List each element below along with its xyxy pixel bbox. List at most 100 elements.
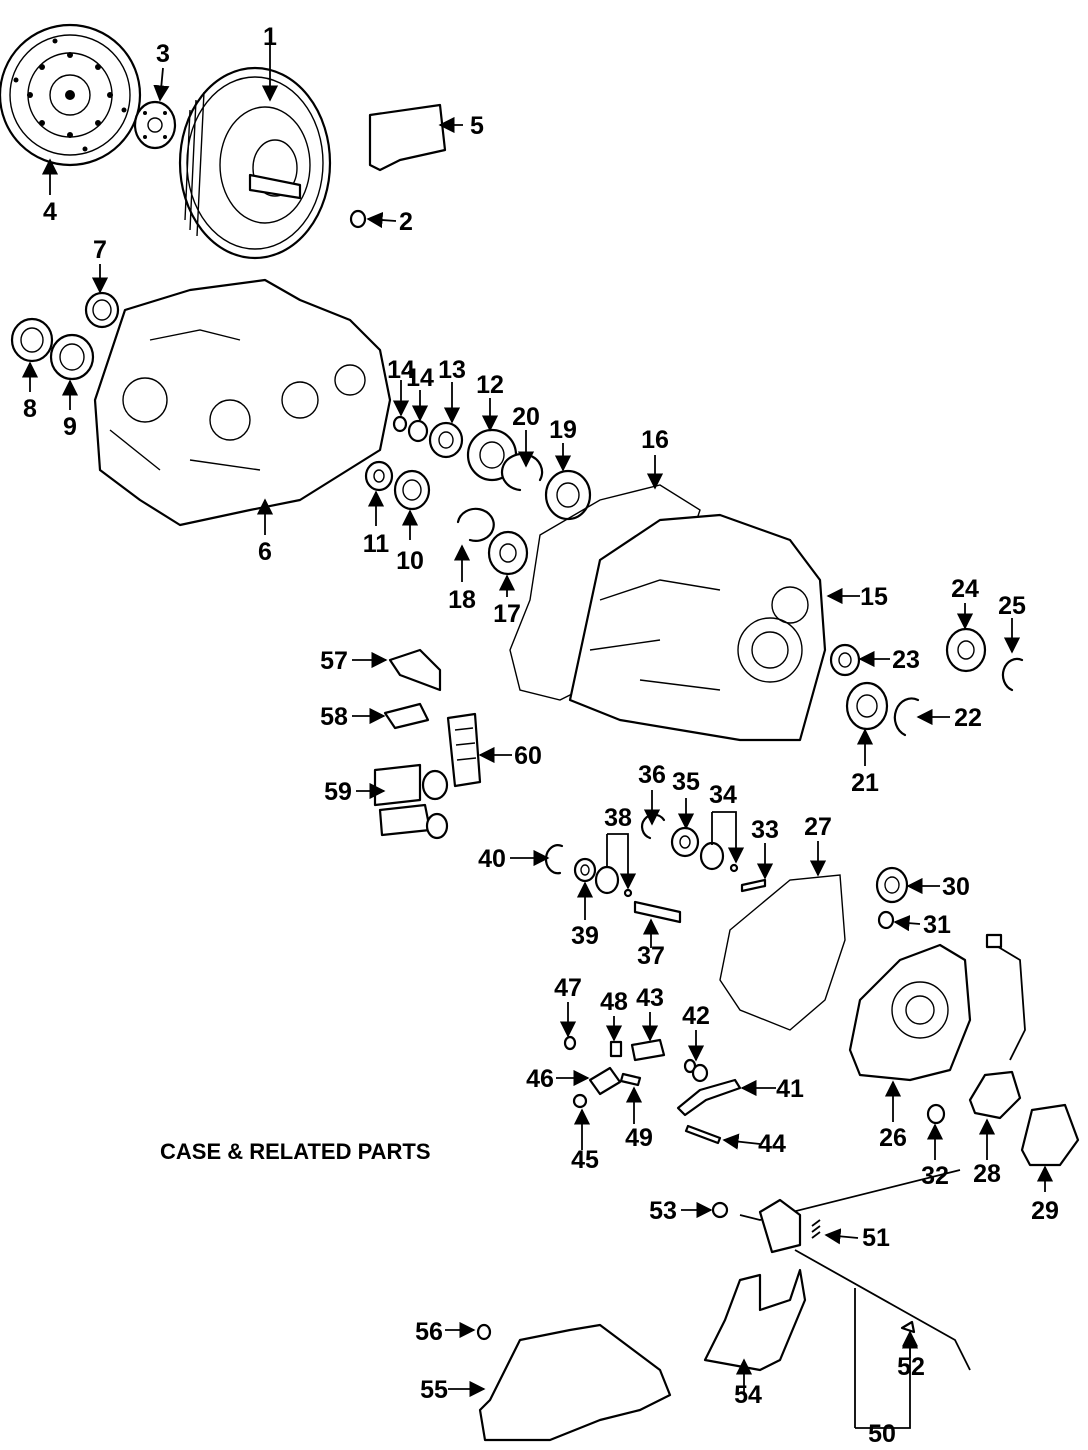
seal-32 <box>926 1103 946 1125</box>
snap-ring-25 <box>1001 657 1024 692</box>
callout-39: 39 <box>571 922 599 950</box>
callout-10: 10 <box>396 547 424 575</box>
seal-7 <box>84 291 120 329</box>
callout-23: 23 <box>892 646 920 674</box>
callout-1: 1 <box>263 23 277 51</box>
sensor-28 <box>968 1070 1022 1120</box>
callout-3: 3 <box>156 40 170 68</box>
callout-51: 51 <box>862 1224 890 1252</box>
solenoid-59 <box>373 763 449 840</box>
bracket-46 <box>588 1066 622 1096</box>
callout-49: 49 <box>625 1124 653 1152</box>
callout-5: 5 <box>470 112 484 140</box>
bearing-24 <box>945 627 987 673</box>
seal-14b <box>407 419 429 443</box>
callout-6: 6 <box>258 538 272 566</box>
flexplate <box>0 23 142 167</box>
cover-29 <box>1020 1103 1080 1167</box>
bearing-17 <box>487 530 529 576</box>
callout-38: 38 <box>604 804 632 832</box>
o-ring-2 <box>349 209 367 229</box>
snap-ring-18 <box>456 507 495 542</box>
callout-53: 53 <box>649 1197 677 1225</box>
callout-37: 37 <box>637 942 665 970</box>
callout-40: 40 <box>478 845 506 873</box>
pin-44 <box>684 1124 722 1145</box>
callout-48: 48 <box>600 988 628 1016</box>
bushing-48 <box>609 1040 623 1058</box>
callout-59: 59 <box>324 778 352 806</box>
callout-44: 44 <box>758 1130 786 1158</box>
seal-23 <box>829 643 861 677</box>
callout-2: 2 <box>399 208 413 236</box>
leader-lines <box>21 45 1054 1429</box>
clip-47 <box>563 1035 577 1051</box>
callout-57: 57 <box>320 647 348 675</box>
callout-12: 12 <box>476 371 504 399</box>
shift-rod-50 <box>739 1169 971 1371</box>
snap-ring-40 <box>544 844 564 875</box>
callout-46: 46 <box>526 1065 554 1093</box>
callout-54: 54 <box>734 1381 762 1409</box>
seal-39 <box>573 857 597 883</box>
callout-43: 43 <box>636 984 664 1012</box>
seal-31 <box>877 910 895 930</box>
callout-22: 22 <box>954 704 982 732</box>
gasket-58 <box>383 702 430 730</box>
pin-37 <box>633 900 682 924</box>
callout-29: 29 <box>1031 1197 1059 1225</box>
bearing-19 <box>544 469 592 521</box>
callout-18: 18 <box>448 586 476 614</box>
torque-converter <box>178 66 332 260</box>
callout-8: 8 <box>23 395 37 423</box>
o-ring-38 <box>594 865 633 898</box>
callout-60: 60 <box>514 742 542 770</box>
callout-56: 56 <box>415 1318 443 1346</box>
seal-35 <box>670 826 700 858</box>
callout-58: 58 <box>320 703 348 731</box>
oil-seal-13 <box>428 421 464 459</box>
callout-32: 32 <box>921 1162 949 1190</box>
snap-ring-20 <box>500 453 544 492</box>
callout-28: 28 <box>973 1160 1001 1188</box>
shift-fork-54 <box>703 1268 807 1372</box>
o-ring-34 <box>699 841 739 873</box>
nut-45 <box>572 1093 588 1109</box>
callout-14a: 14 <box>387 356 415 384</box>
callout-34: 34 <box>709 781 737 809</box>
cover-55 <box>478 1323 672 1442</box>
callout-55: 55 <box>420 1376 448 1404</box>
seal-14a <box>392 415 408 433</box>
callout-9: 9 <box>63 413 77 441</box>
bearing-10 <box>393 469 431 511</box>
callout-17: 17 <box>493 600 521 628</box>
snap-ring-36 <box>640 813 666 840</box>
callout-33: 33 <box>751 816 779 844</box>
transmission-case <box>93 278 392 527</box>
callout-16: 16 <box>641 426 669 454</box>
gasket-27 <box>719 874 846 1031</box>
callout-50: 50 <box>868 1420 896 1448</box>
callout-36: 36 <box>638 761 666 789</box>
clip-52 <box>900 1320 916 1334</box>
callout-26: 26 <box>879 1124 907 1152</box>
callout-15: 15 <box>860 583 888 611</box>
callout-42: 42 <box>682 1002 710 1030</box>
filter-60 <box>446 712 482 788</box>
seal-11 <box>364 460 394 492</box>
bushing-42 <box>683 1058 709 1083</box>
callout-13: 13 <box>438 356 466 384</box>
callout-30: 30 <box>942 873 970 901</box>
bearing-21 <box>845 681 889 731</box>
callout-25: 25 <box>998 592 1026 620</box>
bearing-9 <box>49 333 95 381</box>
callout-47: 47 <box>554 974 582 1002</box>
callout-31: 31 <box>923 911 951 939</box>
callout-14b: 14 <box>406 364 434 392</box>
speed-sensor-wire <box>985 933 1026 1061</box>
callout-19: 19 <box>549 416 577 444</box>
pin-49 <box>619 1072 642 1087</box>
diagram-title: CASE & RELATED PARTS <box>160 1139 431 1164</box>
callout-20: 20 <box>512 403 540 431</box>
